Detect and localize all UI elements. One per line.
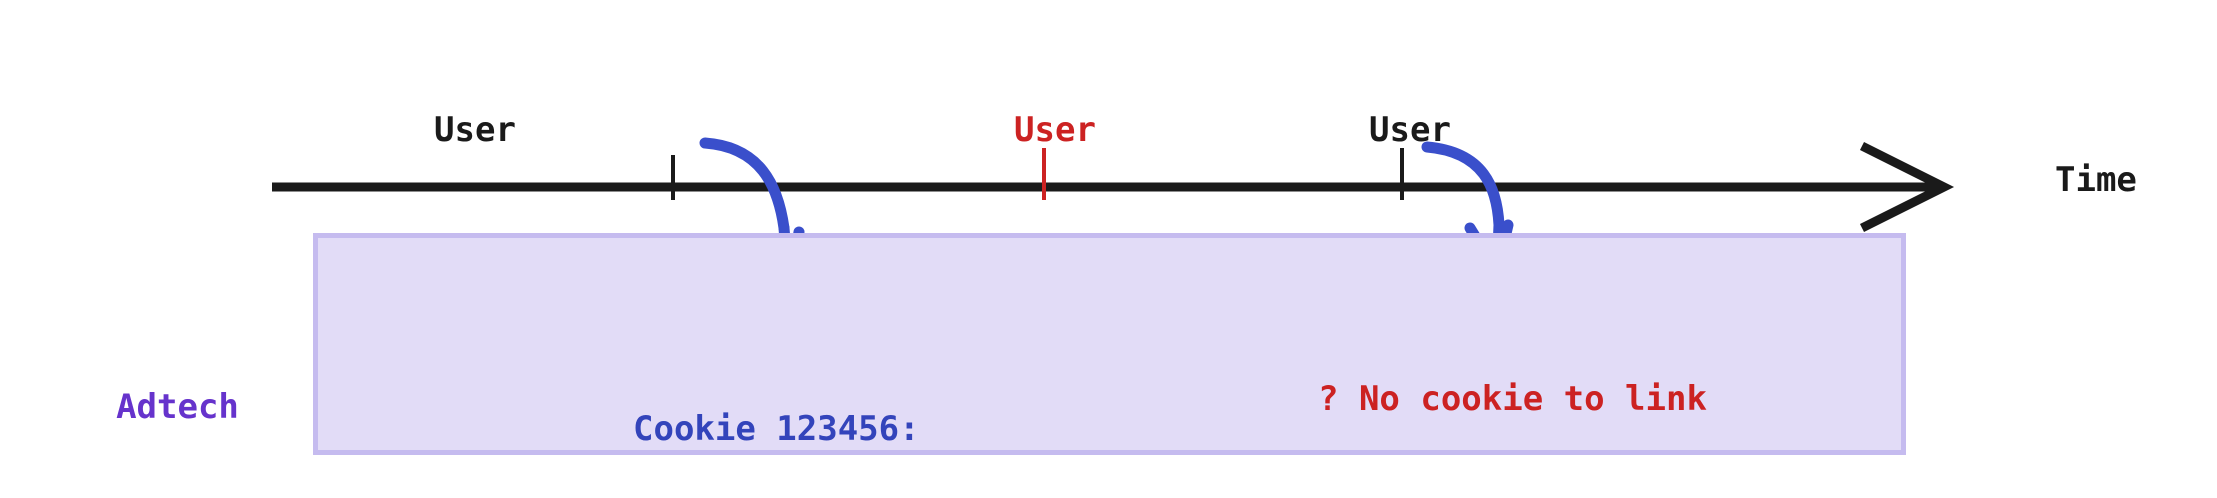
conversion-note-line1: ? No cookie to link: [1318, 378, 1707, 419]
event-label-line1: User: [434, 110, 516, 151]
event-label-line1: User: [1369, 110, 1451, 151]
event-label-line1: User: [1014, 110, 1096, 151]
annotation-cookie-record: Cookie 123456: Ad clicked: [633, 306, 920, 498]
time-axis-arrowhead: [1859, 141, 1955, 233]
time-axis-caption: Time: [2055, 160, 2137, 200]
lane-label-adtech-server: Adtech server: [60, 295, 295, 498]
adtech-server-lane-box: [313, 233, 1906, 455]
lane-label-line1: Adtech: [116, 386, 239, 427]
annotation-no-conversion-reported: ? No cookie to link this conversion to ⇒…: [1318, 276, 1707, 498]
cookie-note-line1: Cookie 123456:: [633, 408, 920, 449]
